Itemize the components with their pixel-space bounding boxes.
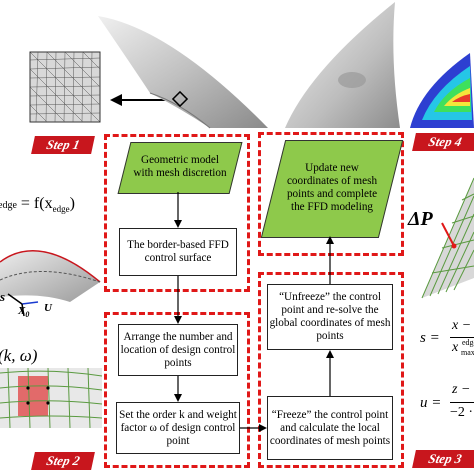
step-2-frame [104,312,250,468]
geometric-model-text: Geometric model with mesh discretion [133,154,227,179]
set-order-box: Set the order k and weight factor ω of d… [116,402,240,454]
edge-equation: edge = f(xedge) [0,195,75,215]
step-4-frame [258,132,404,256]
s-equation: s = [420,330,440,346]
wing-surface-top [98,16,268,129]
axis-label-x0: X0 [18,305,30,320]
axis-label-u: U [44,302,52,314]
wing-with-axes [0,250,101,317]
control-grid-right [421,177,474,299]
u-numerator: z − [452,382,471,397]
deformed-wing [285,2,400,128]
step-1-frame [104,134,250,292]
s-denominator: xedgemax [452,338,474,357]
mesh-inset [29,51,101,123]
update-text: Update new coordinates of mesh points an… [286,162,378,213]
delta-p-label: ΔP [408,208,433,230]
u-equation: u = [420,395,442,411]
s-fraction-bar [450,337,474,338]
s-numerator: x − [452,318,472,333]
arrange-points-box: Arrange the number and location of desig… [118,324,238,376]
unfreeze-box: “Unfreeze” the control point and re-solv… [267,284,393,350]
control-grid-left [0,367,103,429]
k-omega-label: (k, ω) [0,346,38,365]
u-fraction-bar [450,402,474,403]
axis-label-s: s [0,289,6,304]
contour-plot [410,53,474,128]
border-surface-box: The border-based FFD control surface [119,228,237,276]
step-3-frame [258,272,404,468]
u-denominator: −2 · [450,405,474,420]
freeze-box: “Freeze” the control point and calculate… [267,396,393,460]
